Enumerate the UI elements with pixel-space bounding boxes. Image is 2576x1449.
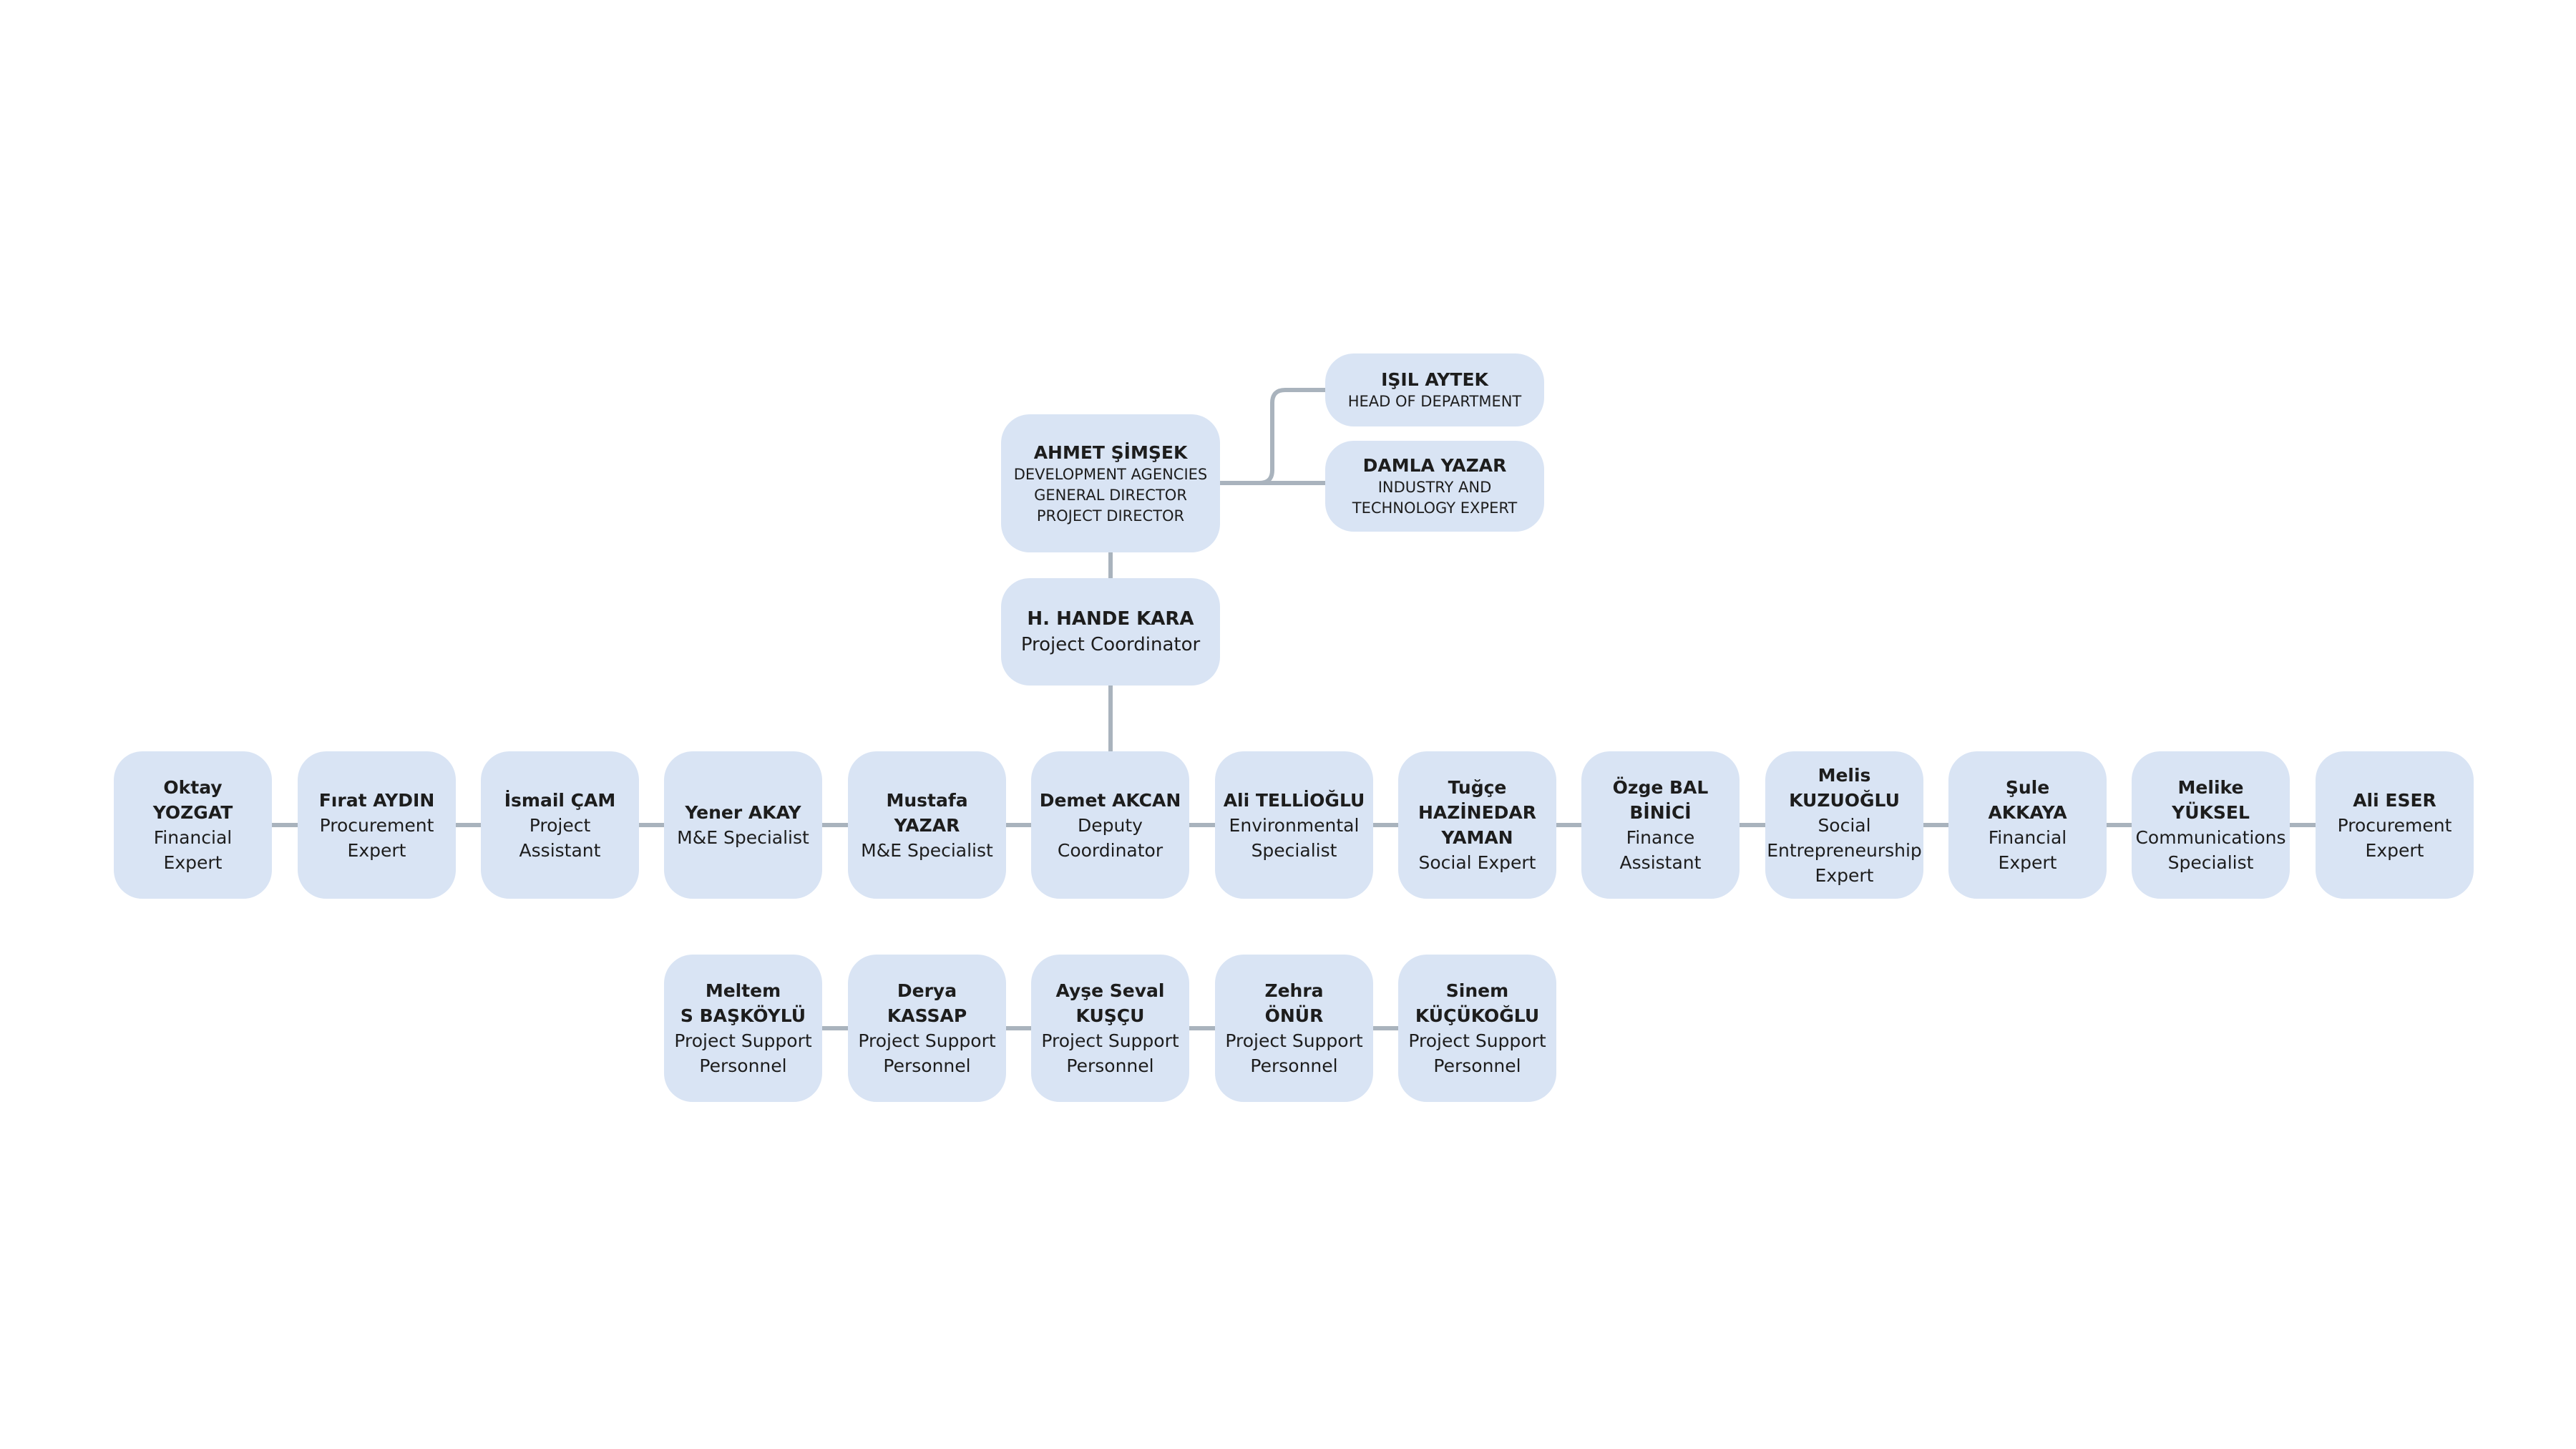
team-member-node: Demet AKCAN Deputy Coordinator: [1031, 751, 1189, 899]
team-member-name: İsmail ÇAM: [504, 789, 616, 811]
team-member-role: Financial Expert: [153, 827, 233, 873]
team-member-node: Yener AKAY M&E Specialist: [664, 751, 822, 899]
support-staff-node: Derya KASSAP Project Support Personnel: [848, 955, 1006, 1102]
team-member-node: Ali ESER Procurement Expert: [2316, 751, 2474, 899]
team-member-node: Şule AKKAYA Financial Expert: [1948, 751, 2107, 899]
director-name: AHMET ŞİMŞEK: [1033, 441, 1188, 463]
team-member-name: Demet AKCAN: [1039, 789, 1181, 811]
team-member-name: Ali TELLİOĞLU: [1223, 789, 1365, 811]
team-member-role: Deputy Coordinator: [1057, 814, 1163, 861]
team-member-node: Melis KUZUOĞLU Social Entrepreneurship E…: [1765, 751, 1923, 899]
director-node: AHMET ŞİMŞEK DEVELOPMENT AGENCIES GENERA…: [1001, 414, 1220, 552]
team-member-role: M&E Specialist: [861, 839, 993, 861]
team-member-node: İsmail ÇAM Project Assistant: [481, 751, 639, 899]
team-member-name: Yener AKAY: [685, 802, 801, 823]
support-staff-node: Ayşe Seval KUŞÇU Project Support Personn…: [1031, 955, 1189, 1102]
team-member-name: Fırat AYDIN: [318, 789, 435, 811]
team-member-node: Oktay YOZGAT Financial Expert: [114, 751, 272, 899]
team-member-node: Özge BAL BİNİCİ Finance Assistant: [1581, 751, 1740, 899]
support-staff-role: Project Support Personnel: [1408, 1030, 1546, 1076]
support-staff-node: Sinem KÜÇÜKOĞLU Project Support Personne…: [1398, 955, 1556, 1102]
advisor-node: IŞIL AYTEK HEAD OF DEPARTMENT: [1325, 353, 1544, 426]
team-member-name: Mustafa YAZAR: [886, 789, 968, 836]
team-member-name: Tuğçe HAZİNEDAR YAMAN: [1418, 777, 1537, 848]
advisor-role: INDUSTRY AND TECHNOLOGY EXPERT: [1352, 479, 1518, 517]
team-member-role: Finance Assistant: [1619, 827, 1702, 873]
team-member-role: Social Entrepreneurship Expert: [1767, 814, 1922, 886]
team-member-node: Tuğçe HAZİNEDAR YAMAN Social Expert: [1398, 751, 1556, 899]
team-member-role: Project Assistant: [519, 814, 601, 861]
team-member-role: Procurement Expert: [319, 814, 434, 861]
team-member-node: Ali TELLİOĞLU Environmental Specialist: [1215, 751, 1373, 899]
team-member-name: Özge BAL BİNİCİ: [1612, 777, 1709, 823]
advisor-node: DAMLA YAZAR INDUSTRY AND TECHNOLOGY EXPE…: [1325, 441, 1544, 532]
support-staff-name: Sinem KÜÇÜKOĞLU: [1415, 980, 1540, 1026]
team-member-role: Environmental Specialist: [1229, 814, 1360, 861]
team-member-name: Ali ESER: [2353, 789, 2436, 811]
team-member-name: Oktay YOZGAT: [152, 777, 233, 823]
team-member-name: Melis KUZUOĞLU: [1789, 764, 1900, 811]
advisor-role: HEAD OF DEPARTMENT: [1347, 393, 1522, 410]
team-member-role: Financial Expert: [1988, 827, 2067, 873]
connector-director-advisor-1: [1220, 388, 1325, 485]
team-member-name: Melike YÜKSEL: [2172, 777, 2250, 823]
coordinator-name: H. HANDE KARA: [1027, 608, 1194, 630]
support-staff-name: Ayşe Seval KUŞÇU: [1055, 980, 1165, 1026]
support-staff-role: Project Support Personnel: [1225, 1030, 1363, 1076]
support-staff-node: Meltem S BAŞKÖYLÜ Project Support Person…: [664, 955, 822, 1102]
support-staff-node: Zehra ÖNÜR Project Support Personnel: [1215, 955, 1373, 1102]
team-member-role: M&E Specialist: [677, 827, 809, 848]
advisor-name: DAMLA YAZAR: [1362, 455, 1507, 476]
team-member-role: Communications Specialist: [2135, 827, 2286, 873]
team-member-name: Şule AKKAYA: [1988, 777, 2067, 823]
team-member-node: Fırat AYDIN Procurement Expert: [298, 751, 456, 899]
coordinator-node: H. HANDE KARA Project Coordinator: [1001, 578, 1220, 686]
support-staff-role: Project Support Personnel: [674, 1030, 812, 1076]
support-staff-name: Zehra ÖNÜR: [1264, 980, 1324, 1026]
team-member-node: Melike YÜKSEL Communications Specialist: [2132, 751, 2290, 899]
team-member-node: Mustafa YAZAR M&E Specialist: [848, 751, 1006, 899]
advisor-name: IŞIL AYTEK: [1381, 369, 1488, 390]
support-staff-role: Project Support Personnel: [1041, 1030, 1179, 1076]
support-staff-name: Derya KASSAP: [887, 980, 967, 1026]
team-member-role: Procurement Expert: [2337, 814, 2452, 861]
support-staff-name: Meltem S BAŞKÖYLÜ: [680, 980, 806, 1026]
support-staff-role: Project Support Personnel: [858, 1030, 996, 1076]
coordinator-role: Project Coordinator: [1020, 634, 1201, 655]
team-member-role: Social Expert: [1418, 852, 1536, 873]
director-role: DEVELOPMENT AGENCIES GENERAL DIRECTOR PR…: [1013, 465, 1208, 525]
